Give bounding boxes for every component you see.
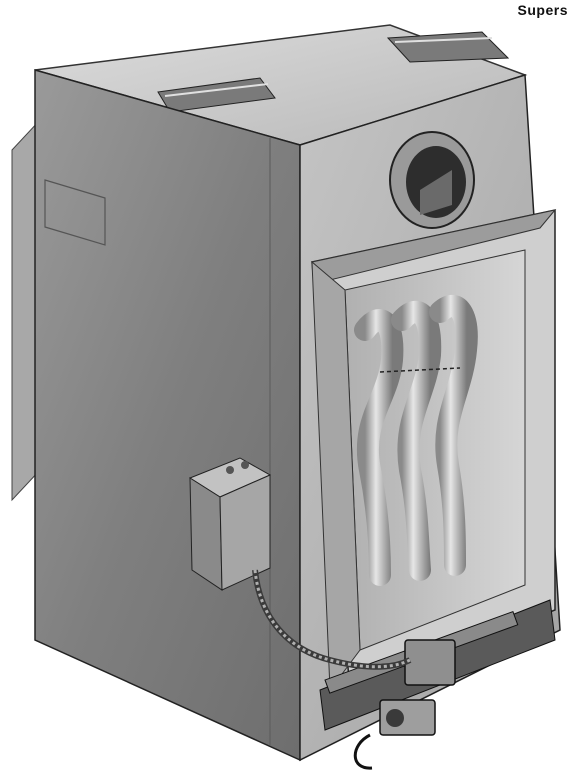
top-handle-right bbox=[386, 31, 510, 63]
junction-box bbox=[188, 457, 272, 591]
flue-collar bbox=[389, 131, 475, 229]
caption-text: Supers bbox=[517, 2, 568, 18]
nameplate bbox=[44, 179, 106, 246]
gas-valve bbox=[353, 639, 456, 770]
flex-conduit bbox=[252, 569, 412, 670]
cabinet-front bbox=[34, 69, 301, 762]
top-handle-left bbox=[157, 77, 276, 113]
heat-exchanger-tubes bbox=[354, 295, 478, 586]
